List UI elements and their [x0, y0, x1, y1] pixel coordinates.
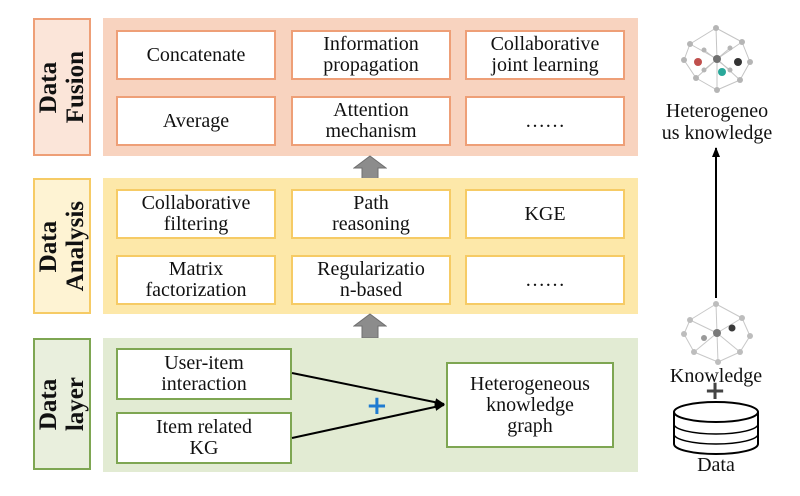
data-layer-label: Data layer [33, 338, 91, 470]
matrix-factorization-box: Matrix factorization [116, 255, 276, 305]
collaborative-filtering-box: Collaborative filtering [116, 189, 276, 239]
collaborative-joint-learning-box: Collaborative joint learning [465, 30, 625, 80]
user-item-interaction-box: User-item interaction [116, 348, 292, 400]
concatenate-box: Concatenate [116, 30, 276, 80]
heterogeneous-knowledge-network-icon [676, 18, 758, 100]
database-icon [668, 398, 764, 458]
knowledge-label: Knowledge [669, 365, 763, 387]
analysis-more-box: …… [465, 255, 625, 305]
regularization-based-box: Regularizatio n-based [291, 255, 451, 305]
information-propagation-box: Information propagation [291, 30, 451, 80]
attention-mechanism-box: Attention mechanism [291, 96, 451, 146]
kge-box: KGE [465, 189, 625, 239]
data-fusion-label: Data Fusion [33, 18, 91, 156]
fusion-more-box: …… [465, 96, 625, 146]
data-analysis-label: Data Analysis [33, 178, 91, 314]
heterogeneous-knowledge-label: Heterogeneo us knowledge [661, 100, 773, 144]
average-box: Average [116, 96, 276, 146]
heterogeneous-knowledge-graph-box: Heterogeneous knowledge graph [446, 362, 614, 448]
path-reasoning-box: Path reasoning [291, 189, 451, 239]
item-related-kg-box: Item related KG [116, 412, 292, 464]
knowledge-network-icon [678, 298, 756, 368]
data-label: Data [697, 454, 735, 476]
knowledge-data-plus-sign: + [704, 376, 726, 406]
merge-plus-sign: + [366, 391, 388, 421]
